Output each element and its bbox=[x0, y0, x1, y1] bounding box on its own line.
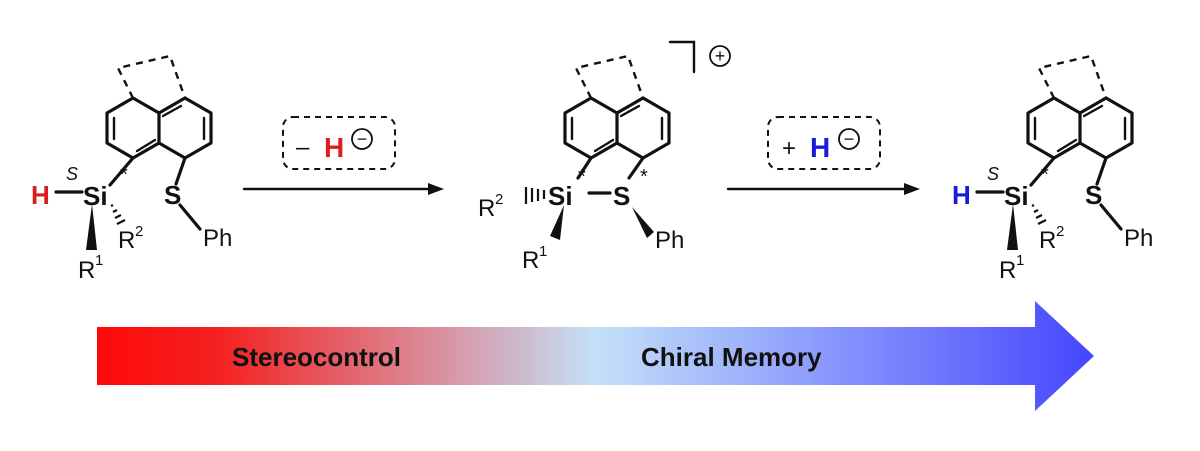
bridge-dashed bbox=[1037, 54, 1108, 99]
naphthalene-core bbox=[1026, 96, 1134, 160]
stereo-descriptor: S bbox=[987, 164, 999, 184]
sulfur-label: S bbox=[613, 181, 630, 211]
stereocenter-star: * bbox=[578, 166, 586, 188]
naphthalene-core bbox=[563, 96, 671, 160]
sulfur-label: S bbox=[1085, 180, 1102, 210]
wedge-bond bbox=[86, 204, 97, 250]
hashed-bond bbox=[524, 187, 546, 204]
naphthalene-core bbox=[105, 96, 213, 160]
silicon-label: Si bbox=[548, 181, 573, 211]
phenyl-label: Ph bbox=[655, 227, 684, 254]
charge-bracket bbox=[668, 40, 696, 74]
silicon-label: Si bbox=[1004, 181, 1029, 211]
charge-circle bbox=[838, 128, 860, 150]
sulfur-label: S bbox=[164, 180, 181, 210]
wedge-bond bbox=[550, 205, 564, 240]
step-plus-hydride: + H − bbox=[726, 116, 920, 195]
r1-label: R bbox=[522, 247, 539, 274]
step-minus-hydride: – H − bbox=[242, 116, 444, 195]
arrowhead bbox=[904, 183, 920, 195]
r2-label: R bbox=[1039, 227, 1056, 254]
phenyl-label: Ph bbox=[1124, 225, 1153, 252]
charge-sign: + bbox=[715, 46, 726, 66]
bridge-dashed bbox=[574, 54, 645, 99]
molecule-cation: Si * S * Ph R 2 R 1 + bbox=[478, 40, 731, 274]
stereocenter-star: * bbox=[640, 166, 648, 188]
r1-label: R bbox=[78, 257, 95, 284]
banner-label-stereocontrol: Stereocontrol bbox=[232, 342, 401, 372]
stereo-descriptor: S bbox=[66, 164, 78, 184]
stereocenter-star: * bbox=[1041, 164, 1049, 186]
stereocenter-star: * bbox=[120, 164, 128, 186]
reagent-box bbox=[767, 116, 881, 170]
wedge-bond bbox=[1007, 204, 1018, 250]
charge-sign: − bbox=[844, 129, 855, 149]
r2-label: R bbox=[118, 227, 135, 254]
r2-superscript: 2 bbox=[135, 223, 143, 240]
hydrogen-label: H bbox=[952, 180, 971, 210]
r2-superscript: 2 bbox=[495, 191, 503, 208]
molecule-left: H S Si * S Ph R 1 R 2 bbox=[31, 54, 232, 284]
reagent-hydride: H bbox=[324, 132, 344, 163]
r1-superscript: 1 bbox=[95, 252, 103, 269]
banner-arrow-shape bbox=[97, 301, 1094, 411]
r1-superscript: 1 bbox=[539, 243, 547, 260]
hashed-bond bbox=[110, 204, 126, 225]
silicon-label: Si bbox=[83, 181, 108, 211]
charge-sign: − bbox=[357, 129, 368, 149]
hydrogen-label: H bbox=[31, 180, 50, 210]
reagent-hydride: H bbox=[810, 132, 830, 163]
wedge-bond bbox=[632, 207, 654, 238]
hashed-bond bbox=[1031, 204, 1047, 225]
reagent-sign: – bbox=[296, 134, 310, 161]
charge-circle bbox=[709, 45, 731, 67]
bridge-dashed bbox=[116, 54, 187, 99]
r2-label: R bbox=[478, 195, 495, 222]
r2-superscript: 2 bbox=[1056, 223, 1064, 240]
arrowhead bbox=[428, 183, 444, 195]
r1-superscript: 1 bbox=[1016, 252, 1024, 269]
r1-label: R bbox=[999, 257, 1016, 284]
gradient-banner-arrow: Stereocontrol Chiral Memory bbox=[97, 301, 1094, 411]
charge-circle bbox=[351, 128, 373, 150]
phenyl-label: Ph bbox=[203, 225, 232, 252]
molecule-right: H S Si * S Ph R 1 R 2 bbox=[952, 54, 1153, 284]
reagent-sign: + bbox=[782, 135, 796, 162]
banner-label-chiral-memory: Chiral Memory bbox=[641, 342, 822, 372]
reagent-box bbox=[282, 116, 396, 170]
